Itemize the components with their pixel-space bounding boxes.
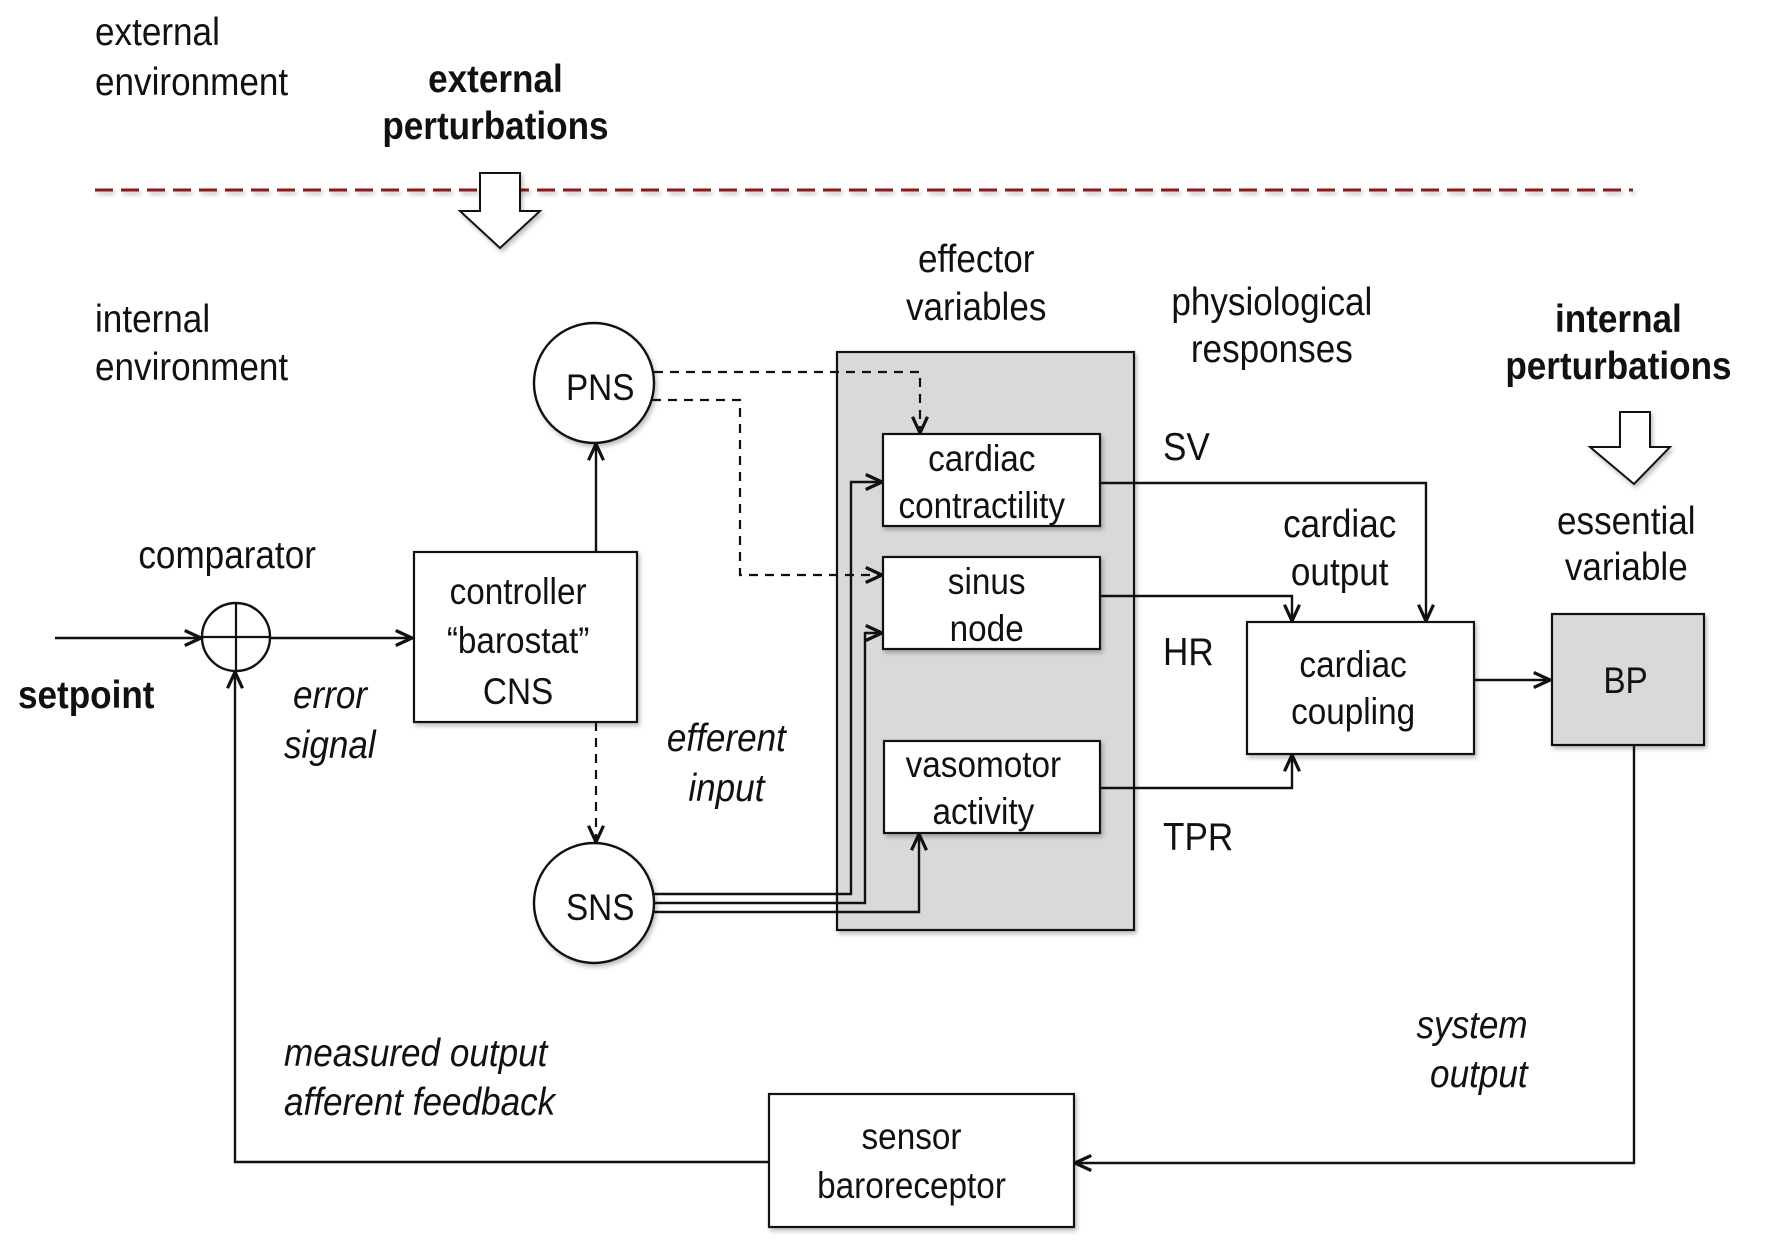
- external-perturbations-label: external perturbations: [382, 58, 609, 148]
- cardiac-coupling-box: [1245, 620, 1476, 756]
- cardiac-coupling-label: cardiac coupling: [1291, 644, 1416, 732]
- bp-label: BP: [1603, 660, 1648, 701]
- cardiac-contractility-box: [881, 432, 1102, 528]
- sensor-label: sensor baroreceptor: [817, 1116, 1006, 1206]
- tpr-arrow: [1100, 755, 1292, 790]
- internal-environment-label: internal environment: [95, 298, 289, 389]
- vasomotor-activity-box: [882, 739, 1102, 835]
- internal-perturbations-label: internal perturbations: [1505, 298, 1732, 388]
- comparator-symbol: [200, 601, 272, 673]
- sinus-node-label: sinus node: [947, 561, 1026, 649]
- afferent-feedback-arrow: [235, 672, 769, 1164]
- sensor-box: [767, 1092, 1076, 1229]
- sns-to-vasomotor-arrow: [654, 834, 919, 914]
- sv-label: SV: [1163, 426, 1210, 469]
- physiological-responses-label: physiological responses: [1171, 281, 1373, 371]
- effector-variables-label: effector variables: [905, 238, 1047, 329]
- controller-label: controller “barostat” CNS: [446, 571, 590, 712]
- pns-node: [532, 321, 656, 445]
- setpoint-label: setpoint: [18, 674, 155, 717]
- external-environment-label: external environment: [95, 11, 289, 104]
- error-signal-label: error signal: [284, 674, 376, 767]
- controller-box: [412, 550, 639, 724]
- cardiac-output-label: cardiac output: [1283, 503, 1397, 594]
- sns-to-contractility-arrow: [654, 482, 882, 896]
- vasomotor-activity-label: vasomotor activity: [905, 744, 1062, 832]
- pns-label: PNS: [565, 367, 635, 408]
- internal-perturbation-arrow-icon: [1587, 411, 1673, 486]
- sns-label: SNS: [565, 887, 635, 928]
- sinus-node-box: [881, 555, 1102, 651]
- comparator-label: comparator: [138, 534, 316, 577]
- hr-arrow: [1100, 594, 1292, 621]
- efferent-input-label: efferent input: [666, 717, 786, 810]
- tpr-label: TPR: [1163, 816, 1234, 859]
- sns-to-sinus-arrow: [654, 633, 882, 905]
- external-perturbation-arrow-icon: [457, 172, 543, 250]
- system-output-arrow: [1075, 745, 1636, 1163]
- pns-to-contractility-arrow: [654, 370, 920, 433]
- essential-variable-label: essential variable: [1557, 500, 1696, 589]
- system-output-label: system output: [1416, 1004, 1528, 1096]
- hr-label: HR: [1163, 631, 1214, 674]
- cardiac-contractility-label: cardiac contractility: [898, 438, 1066, 526]
- sv-arrow: [1100, 481, 1426, 621]
- measured-output-label: measured output afferent feedback: [284, 1032, 556, 1124]
- bp-box: [1550, 612, 1706, 747]
